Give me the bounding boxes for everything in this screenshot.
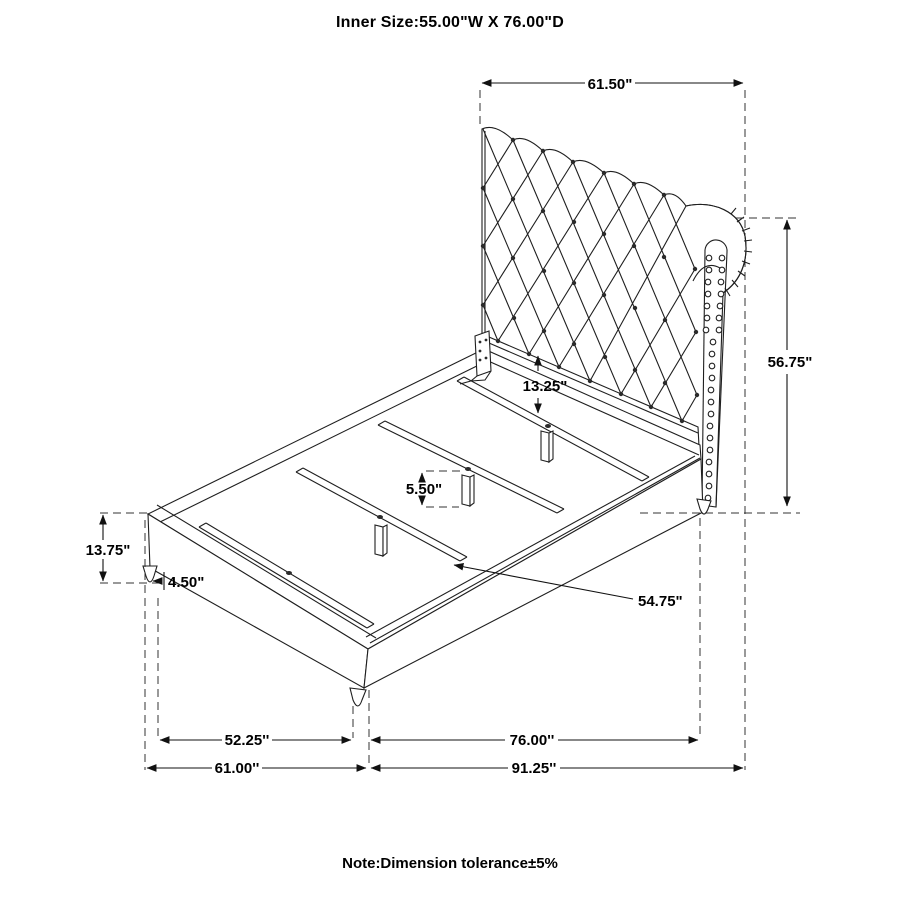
tolerance-note: Note:Dimension tolerance±5%	[342, 855, 558, 872]
slat-leg-height-label: 5.50"	[406, 481, 442, 498]
slat-2	[377, 420, 565, 514]
caster-foot-left	[142, 565, 158, 583]
outer-width-label: 61.00''	[215, 760, 260, 777]
slat-4	[198, 522, 375, 629]
leader-slat-length	[453, 562, 634, 600]
headboard-height-label: 56.75"	[768, 354, 813, 371]
left-rail-inner-edge	[159, 360, 488, 523]
scroll-roll	[685, 203, 747, 508]
slat-leg-1	[540, 430, 554, 464]
extension-lines	[100, 90, 800, 770]
footboard-height-label: 13.75"	[86, 542, 131, 559]
inner-depth-label: 76.00''	[510, 732, 555, 749]
scroll-hatching	[724, 207, 753, 297]
inner-size-title: Inner Size:55.00"W X 76.00"D	[336, 14, 564, 31]
slat-length-label: 54.75"	[638, 593, 683, 610]
dim-caster-height	[152, 572, 165, 590]
headboard-width-label: 61.50"	[588, 76, 633, 93]
headboard	[480, 126, 753, 508]
side-rail-lip	[369, 457, 701, 644]
outer-depth-label: 91.25''	[512, 760, 557, 777]
slat-3	[295, 467, 468, 562]
inner-width-label: 52.25''	[225, 732, 270, 749]
tufting-lattice	[482, 128, 698, 422]
headboard-bottom-band	[481, 339, 699, 434]
nailhead-trim	[702, 254, 726, 502]
mounting-bracket	[459, 330, 492, 385]
headboard-gap-label: 13.25"	[523, 378, 568, 395]
caster-headboard	[696, 498, 712, 515]
foot-rail-inner-edge	[156, 504, 377, 639]
head-rail-inner-edge	[485, 359, 700, 456]
slat-1	[456, 376, 650, 482]
tufting-buttons	[480, 137, 700, 424]
slat-leg-3	[374, 524, 388, 558]
slat-leg-2	[461, 474, 475, 508]
caster-height-label: 4.50"	[168, 574, 204, 591]
caster-foot-right	[349, 687, 367, 707]
side-rail-inner-edge	[365, 455, 696, 638]
